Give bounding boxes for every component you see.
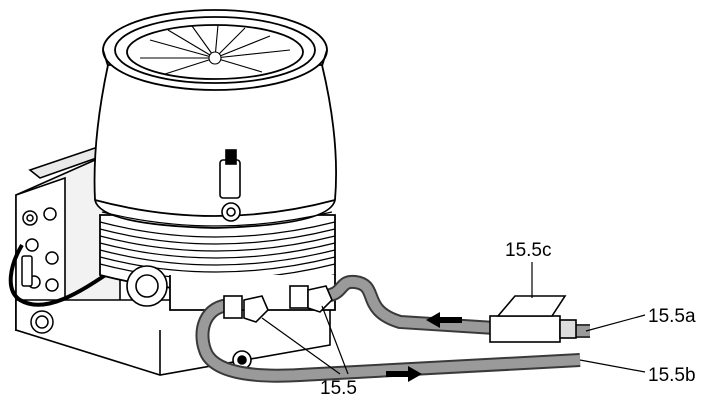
side-flange bbox=[126, 265, 168, 307]
callout-15-5: 15.5 bbox=[320, 378, 357, 399]
hose-fittings bbox=[223, 285, 333, 323]
inline-valve bbox=[489, 295, 577, 343]
callout-15-5b: 15.5b bbox=[648, 365, 696, 386]
rotor-blades bbox=[140, 24, 291, 75]
flow-arrow-right-icon bbox=[386, 366, 422, 382]
flow-arrow-left-icon bbox=[426, 312, 462, 328]
leader-lines bbox=[261, 262, 646, 375]
vent-connector bbox=[219, 149, 241, 222]
callout-15-5c: 15.5c bbox=[505, 240, 551, 261]
panel-connectors bbox=[21, 207, 59, 334]
drain-screw bbox=[232, 350, 252, 370]
callout-15-5a: 15.5a bbox=[648, 306, 696, 327]
cooling-hoses bbox=[195, 274, 590, 383]
